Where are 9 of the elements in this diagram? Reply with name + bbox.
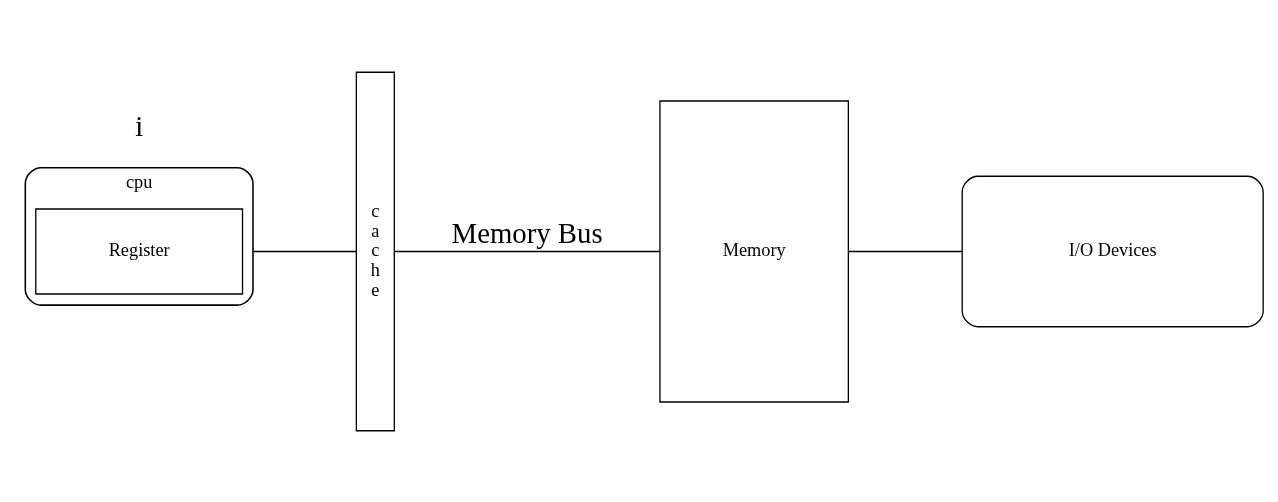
node-box: c a c h e (355, 71, 395, 431)
edge-label: Memory Bus (451, 216, 603, 249)
node-box: Register (35, 207, 244, 295)
connector (847, 250, 963, 252)
node-box: Memory (659, 99, 849, 403)
label: i (135, 109, 144, 142)
connector (394, 250, 661, 252)
node-box: I/O Devices (961, 175, 1264, 327)
connector (252, 250, 357, 252)
